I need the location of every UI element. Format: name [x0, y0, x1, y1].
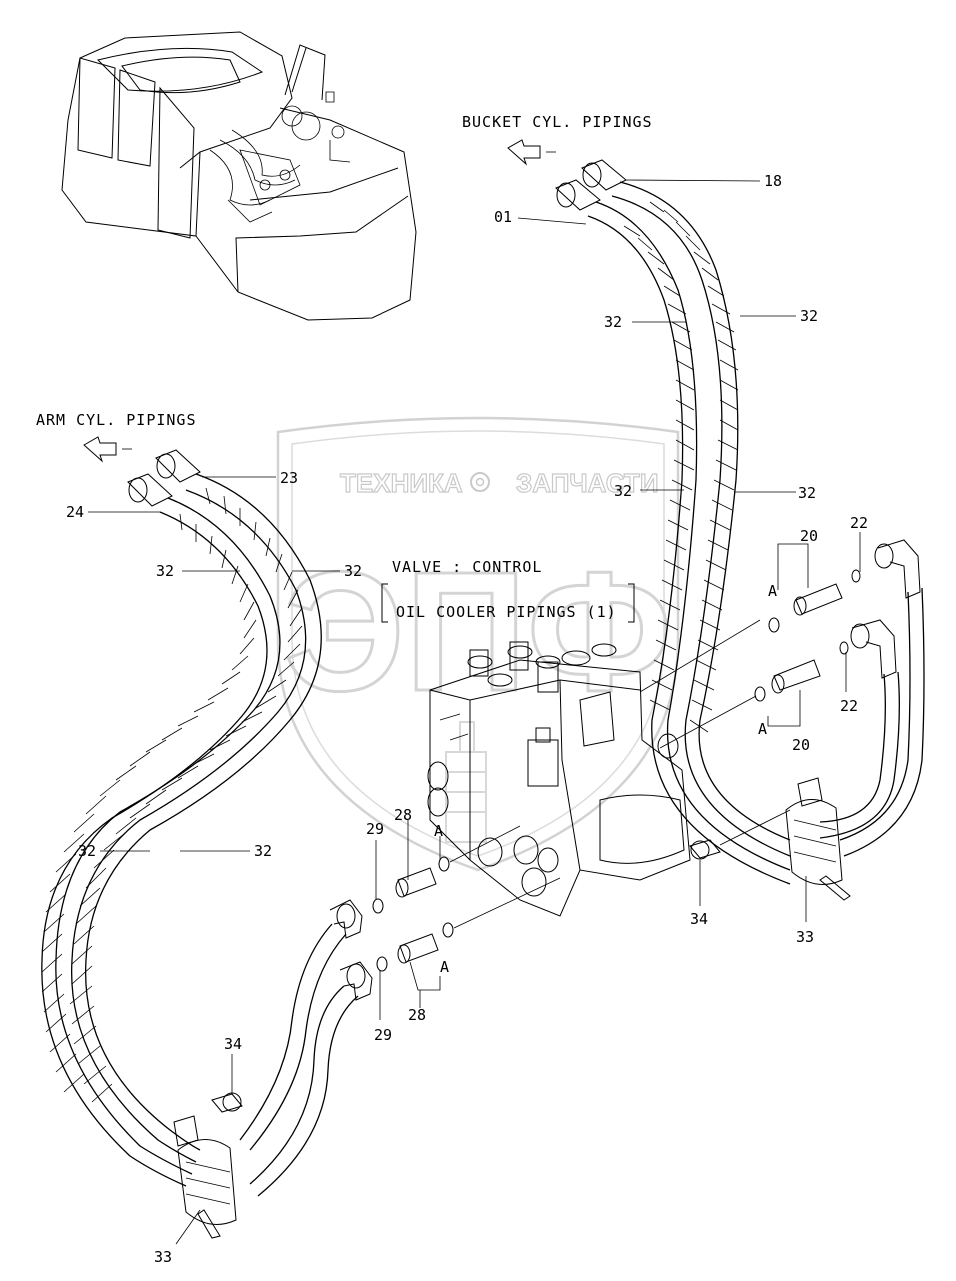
callout-32: 32 — [604, 313, 622, 331]
callout-24: 24 — [66, 503, 84, 521]
oil-cooler-pipings-title: OIL COOLER PIPINGS (1) — [396, 603, 617, 621]
left-connectors — [239, 825, 561, 1197]
bucket-cylinder-pipings-title: BUCKET CYL. PIPINGS — [462, 113, 653, 131]
watermark-right-text: ЗАПЧАСТИ — [516, 468, 659, 498]
control-valve-block — [427, 641, 691, 917]
callout-28: 28 — [394, 806, 412, 824]
callout-20: 20 — [800, 527, 818, 545]
arm-hose-assembly — [41, 449, 322, 1187]
watermark-column-icon — [445, 721, 487, 843]
callout-32: 32 — [798, 484, 816, 502]
valve-title-bracket — [381, 583, 388, 623]
callout-32: 32 — [344, 562, 362, 580]
watermark-shield-outline — [276, 416, 680, 872]
callout-32: 32 — [254, 842, 272, 860]
bucket-hose-assembly — [555, 159, 791, 885]
callout-28: 28 — [408, 1006, 426, 1024]
excavator-location-view — [61, 31, 417, 321]
valve-control-title: VALVE : CONTROL — [392, 558, 542, 576]
arm-direction-arrow — [83, 436, 132, 463]
watermark-big-text: ЭПФ — [284, 537, 672, 727]
callout-34: 34 — [690, 910, 708, 928]
callout-23: 23 — [280, 469, 298, 487]
callout-34: 34 — [224, 1035, 242, 1053]
callout-33: 33 — [796, 928, 814, 946]
right-connectors — [639, 539, 925, 857]
watermark: ТЕХНИКА ЗАПЧАСТИ ЭПФ — [276, 416, 680, 872]
callout-22: 22 — [850, 514, 868, 532]
callout-32: 32 — [614, 482, 632, 500]
callout-32: 32 — [78, 842, 96, 860]
callout-a: A — [758, 720, 767, 738]
callout-32: 32 — [156, 562, 174, 580]
bucket-direction-arrow — [507, 139, 556, 166]
callout-labels: 18 01 32 32 32 32 23 24 32 32 20 22 A A … — [66, 172, 868, 1266]
arm-cylinder-pipings-title: ARM CYL. PIPINGS — [36, 411, 197, 429]
callout-32: 32 — [800, 307, 818, 325]
callout-01: 01 — [494, 208, 512, 226]
callout-a: A — [434, 822, 443, 840]
watermark-left-text: ТЕХНИКА — [340, 468, 463, 498]
leader-lines — [88, 179, 861, 1245]
callout-33: 33 — [154, 1248, 172, 1266]
watermark-gear-icon — [470, 472, 490, 492]
left-hose-clamp — [173, 1092, 243, 1239]
callout-29: 29 — [374, 1026, 392, 1044]
callout-a: A — [440, 958, 449, 976]
callout-22: 22 — [840, 697, 858, 715]
right-hose-clamp — [689, 777, 851, 901]
callout-18: 18 — [764, 172, 782, 190]
callout-20: 20 — [792, 736, 810, 754]
callout-a: A — [768, 582, 777, 600]
callout-29: 29 — [366, 820, 384, 838]
